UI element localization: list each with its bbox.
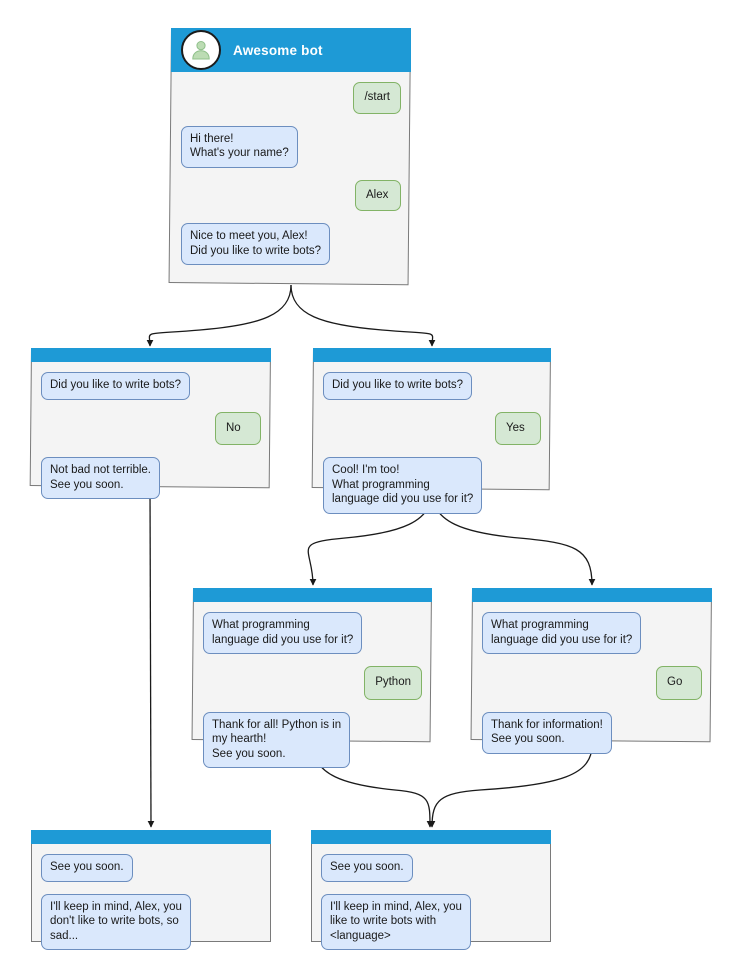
node-content: Did you like to write bots? Yes Cool! I'… — [313, 348, 551, 514]
node-header-bar — [31, 348, 271, 362]
bot-message-bubble: Did you like to write bots? — [323, 372, 473, 400]
node-content: Did you like to write bots? No Not bad n… — [31, 348, 271, 499]
message-row: What programming language did you use fo… — [482, 612, 702, 654]
message-row: Thank for all! Python is in my hearth! S… — [203, 711, 422, 768]
bot-message-bubble: I'll keep in mind, Alex, you don't like … — [41, 893, 191, 950]
edge-no-to-end-sad — [147, 486, 155, 828]
bot-header: Awesome bot — [171, 28, 411, 72]
bot-message-bubble: Thank for all! Python is in my hearth! S… — [203, 711, 351, 768]
chat-body: See you soon. I'll keep in mind, Alex, y… — [311, 844, 551, 968]
answer-yes-node[interactable]: Did you like to write bots? Yes Cool! I'… — [311, 348, 551, 514]
bot-message-bubble: What programming language did you use fo… — [482, 612, 642, 654]
message-row: I'll keep in mind, Alex, you like to wri… — [321, 893, 541, 950]
message-row: Go — [482, 666, 702, 700]
message-row: Did you like to write bots? — [323, 372, 541, 400]
bot-message-bubble: Thank for information! See you soon. — [482, 711, 612, 754]
bot-title: Awesome bot — [233, 42, 323, 58]
chat-body: What programming language did you use fo… — [193, 602, 432, 786]
message-row: /start — [181, 82, 401, 114]
message-row: Did you like to write bots? — [41, 372, 261, 400]
bot-message-bubble: See you soon. — [41, 854, 133, 882]
message-row: See you soon. — [321, 854, 541, 882]
answer-python-node[interactable]: What programming language did you use fo… — [191, 588, 432, 768]
user-message-bubble[interactable]: Go — [656, 666, 702, 700]
user-message-bubble[interactable]: Alex — [355, 179, 401, 211]
edge-start-to-yes — [290, 284, 436, 347]
node-content: Awesome bot /start Hi there! What's your… — [171, 28, 411, 283]
message-row: No — [41, 411, 261, 445]
node-content: See you soon. I'll keep in mind, Alex, y… — [311, 830, 551, 950]
message-row: Not bad not terrible. See you soon. — [41, 457, 261, 499]
node-content: What programming language did you use fo… — [193, 588, 432, 768]
chat-body: /start Hi there! What's your name? Alex … — [171, 72, 411, 283]
message-row: What programming language did you use fo… — [203, 612, 422, 654]
bot-message-bubble: Not bad not terrible. See you soon. — [41, 457, 161, 499]
bot-message-bubble: Nice to meet you, Alex! Did you like to … — [181, 223, 331, 265]
node-header-bar — [472, 588, 712, 602]
user-message-bubble[interactable]: Yes — [495, 411, 541, 445]
bot-message-bubble: What programming language did you use fo… — [203, 612, 363, 654]
node-header-bar — [313, 348, 551, 362]
message-row: See you soon. — [41, 854, 261, 882]
chat-body: See you soon. I'll keep in mind, Alex, y… — [31, 844, 271, 968]
user-message-bubble[interactable]: Python — [364, 666, 422, 700]
node-header-bar — [31, 830, 271, 844]
chat-body: Did you like to write bots? No Not bad n… — [31, 362, 271, 517]
message-row: Thank for information! See you soon. — [482, 711, 702, 754]
bot-message-bubble: Did you like to write bots? — [41, 372, 191, 400]
node-header-bar — [193, 588, 432, 602]
message-row: I'll keep in mind, Alex, you don't like … — [41, 893, 261, 950]
message-row: Yes — [323, 411, 541, 445]
answer-no-node[interactable]: Did you like to write bots? No Not bad n… — [29, 348, 271, 499]
message-row: Python — [203, 666, 422, 700]
edge-start-to-no — [146, 284, 292, 347]
bot-message-bubble: See you soon. — [321, 854, 413, 882]
end-sad-node[interactable]: See you soon. I'll keep in mind, Alex, y… — [31, 830, 271, 950]
chat-body: Did you like to write bots? Yes Cool! I'… — [313, 362, 551, 532]
node-header-bar — [311, 830, 551, 844]
answer-go-node[interactable]: What programming language did you use fo… — [470, 588, 712, 754]
bot-message-bubble: Hi there! What's your name? — [181, 125, 298, 168]
node-content: See you soon. I'll keep in mind, Alex, y… — [31, 830, 271, 950]
end-happy-node[interactable]: See you soon. I'll keep in mind, Alex, y… — [311, 830, 551, 950]
user-message-bubble[interactable]: No — [215, 411, 261, 445]
bot-message-bubble: I'll keep in mind, Alex, you like to wri… — [321, 893, 471, 950]
person-avatar-icon — [181, 30, 221, 70]
bot-message-bubble: Cool! I'm too! What programming language… — [323, 457, 483, 514]
chat-body: What programming language did you use fo… — [472, 602, 712, 772]
start-node[interactable]: Awesome bot /start Hi there! What's your… — [168, 28, 411, 286]
message-row: Alex — [181, 179, 401, 211]
message-row: Nice to meet you, Alex! Did you like to … — [181, 223, 401, 265]
node-content: What programming language did you use fo… — [472, 588, 712, 754]
user-message-bubble[interactable]: /start — [353, 82, 401, 114]
message-row: Hi there! What's your name? — [181, 125, 401, 168]
message-row: Cool! I'm too! What programming language… — [323, 457, 541, 514]
